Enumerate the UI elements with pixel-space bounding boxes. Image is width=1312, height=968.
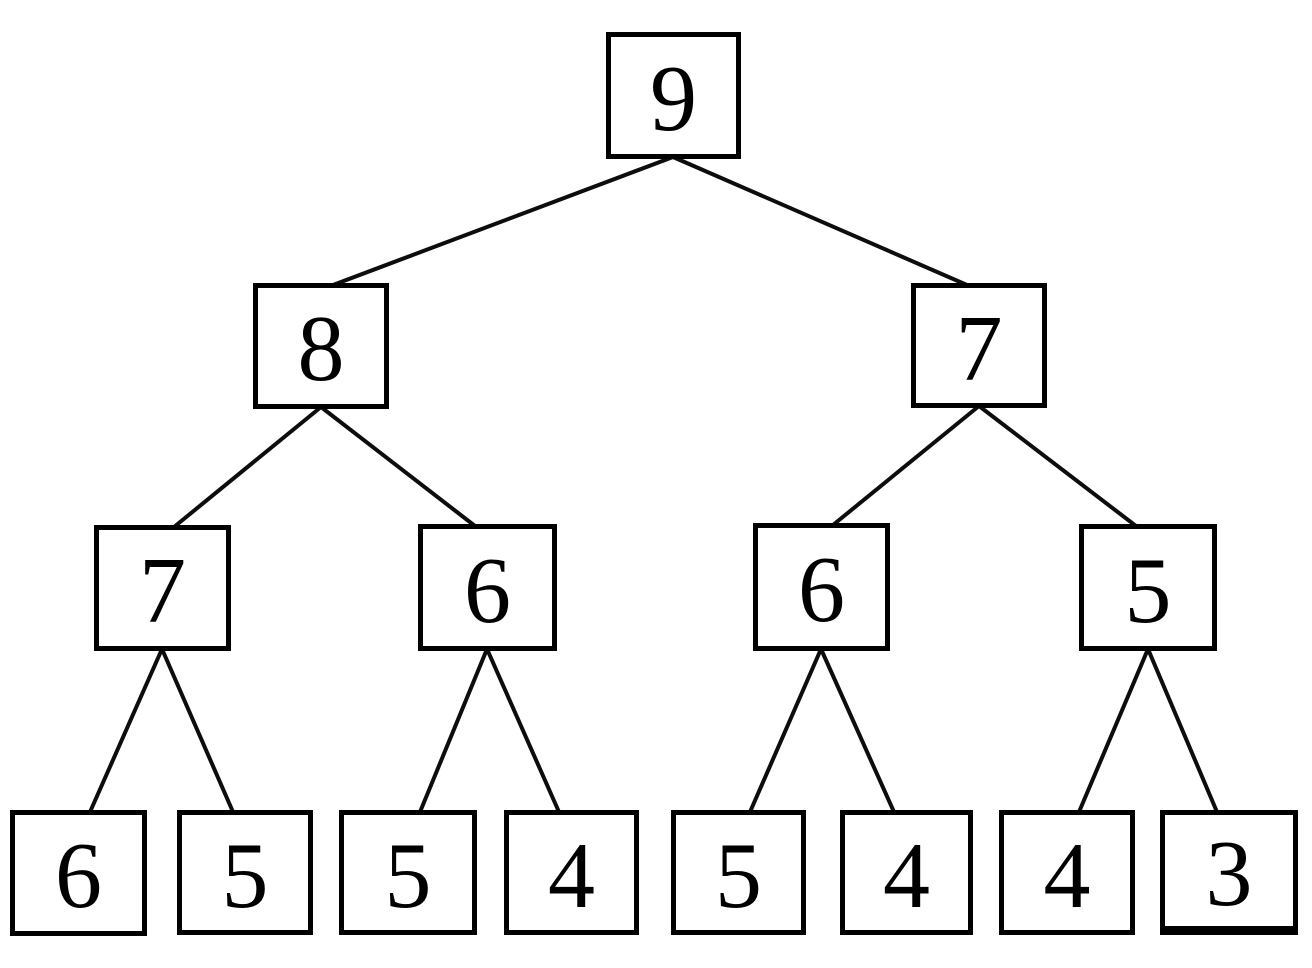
tree-node-rrl: 4	[999, 810, 1135, 935]
tree-node-rr: 5	[1079, 524, 1217, 651]
tree-node-l: 8	[253, 283, 389, 409]
edge-root-r	[671, 155, 969, 287]
edge-l-lr	[319, 405, 477, 528]
tree-node-lll: 6	[10, 810, 147, 936]
edge-rl-rll	[748, 647, 823, 814]
edge-lr-lrr	[485, 647, 561, 814]
edge-r-rr	[977, 404, 1138, 528]
edge-l-ll	[172, 405, 323, 529]
edge-rr-rrr	[1146, 647, 1219, 814]
tree-node-ll: 7	[94, 525, 231, 651]
edge-rr-rrl	[1077, 647, 1150, 814]
edge-root-l	[331, 155, 675, 287]
edge-lr-lrl	[418, 647, 489, 814]
tree-node-rlr: 4	[840, 810, 973, 935]
edge-ll-lll	[88, 647, 164, 814]
edge-ll-llr	[160, 647, 235, 814]
tree-node-lrr: 4	[504, 810, 639, 935]
tree-node-lr: 6	[418, 524, 557, 651]
edge-rl-rlr	[819, 647, 896, 814]
edge-r-rl	[831, 404, 981, 527]
tree-node-root: 9	[606, 32, 741, 159]
tree-node-llr: 5	[177, 810, 313, 935]
tree-node-r: 7	[911, 283, 1047, 408]
tree-node-rl: 6	[753, 523, 890, 651]
tree-node-rrr: 3	[1160, 810, 1298, 935]
tree-node-rll: 5	[671, 810, 806, 935]
tree-node-lrl: 5	[339, 810, 477, 935]
